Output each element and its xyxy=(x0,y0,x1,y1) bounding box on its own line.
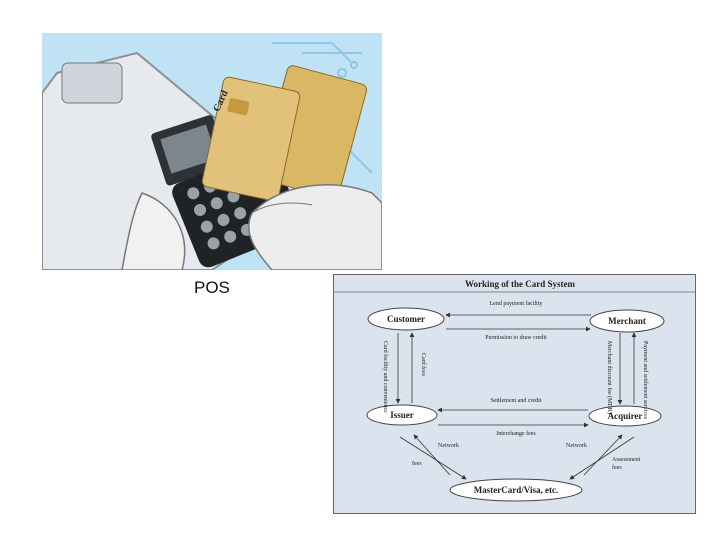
node-customer-label: Customer xyxy=(387,314,425,324)
credit-card-front: Card xyxy=(201,76,301,202)
edge-payment-services-label: Payment and settlement services xyxy=(642,341,648,420)
node-issuer: Issuer xyxy=(366,404,438,426)
edge-card-facility-label: Card facility and convenience xyxy=(382,341,389,413)
node-customer: Customer xyxy=(367,307,445,331)
node-acquirer-label: Acquirer xyxy=(608,411,643,421)
edge-settlement-credit-label: Settlement and credit xyxy=(491,398,542,404)
node-merchant-label: Merchant xyxy=(608,316,646,326)
edge-assessment-fees xyxy=(583,434,623,476)
edge-lend-payment-label: Lend payment facility xyxy=(490,300,543,307)
edge-fees-left-label: fees xyxy=(412,460,422,467)
diagram-title: Working of the Card System xyxy=(465,279,576,289)
node-network: MasterCard/Visa, etc. xyxy=(449,478,583,502)
edge-card-fees-label: Card fees xyxy=(420,353,427,376)
node-network-label: MasterCard/Visa, etc. xyxy=(474,485,558,495)
hand-left xyxy=(121,192,186,270)
edge-network-fees-left xyxy=(399,436,467,480)
node-issuer-label: Issuer xyxy=(390,410,414,420)
finger-line xyxy=(251,202,313,214)
node-acquirer: Acquirer xyxy=(588,405,662,427)
node-merchant: Merchant xyxy=(589,309,665,333)
edge-permission-credit-label: Permission to draw credit xyxy=(485,335,547,341)
edge-assessment-label: Assessment xyxy=(612,457,641,463)
pos-caption: POS xyxy=(194,278,230,297)
printer-head xyxy=(61,62,123,104)
edge-interchange-fees-label: Interchange fees xyxy=(496,430,536,437)
diagram-canvas: Working of the Card System Customer Merc… xyxy=(334,279,695,502)
pos-terminal-photo: Card xyxy=(42,33,382,270)
keypad-keys xyxy=(187,173,253,250)
pos-illustration: Card xyxy=(42,42,382,270)
hand-right xyxy=(248,184,382,270)
terminal-display xyxy=(160,124,218,174)
edge-network-fees-right xyxy=(569,436,635,480)
edge-network-fees-left-return xyxy=(413,434,451,476)
edge-fees-right-label: fees xyxy=(612,464,622,471)
edge-network-right-label: Network xyxy=(566,443,587,449)
edge-discount-fees-label: Merchant discount fee (MDR) xyxy=(606,341,613,414)
card-system-diagram: Working of the Card System Customer Merc… xyxy=(333,274,696,514)
edge-network-left-label: Network xyxy=(438,443,459,449)
